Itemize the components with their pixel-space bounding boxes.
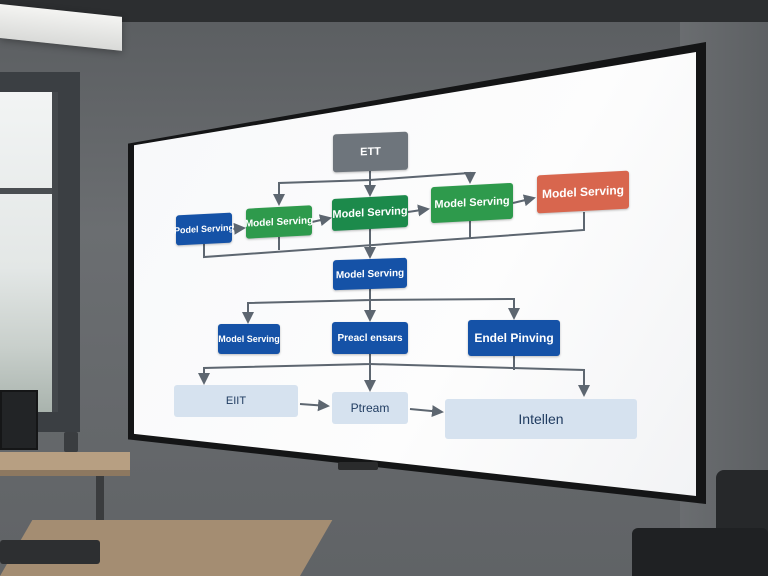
node-label: Model Serving: [434, 195, 510, 211]
connector-center-left: [242, 289, 371, 324]
connector-mid-eiit: [198, 354, 371, 385]
connector-podel-ms1: [231, 222, 246, 235]
node-label: Endel Pinving: [474, 331, 554, 345]
node-model-serving-2: Model Serving: [332, 195, 408, 231]
node-model-serving-center: Model Serving: [333, 257, 407, 291]
laptop: [0, 540, 100, 564]
node-label: EIIT: [225, 395, 247, 407]
node-model-serving-1: Model Serving: [244, 205, 314, 239]
connector-eiit-ptream: [299, 399, 330, 412]
node-etl-top: ETT: [333, 131, 408, 173]
connector-ms2-ms3: [407, 204, 430, 217]
connector-ms1-ms2: [311, 214, 332, 227]
connector-ptream-intellen: [409, 405, 444, 418]
node-label: Model Serving: [541, 182, 624, 202]
chair: [632, 528, 768, 576]
desk-monitor: [0, 390, 38, 450]
connector-mid-intellen: [369, 363, 590, 397]
tv-indicator: [338, 462, 378, 470]
node-preacl-ensars: Preacl ensars: [332, 322, 408, 354]
node-label: Model Serving: [244, 214, 314, 230]
node-label: Preacl ensars: [337, 332, 403, 344]
window-mullion: [52, 92, 58, 412]
node-intellen: Intellen: [445, 399, 637, 439]
desk: [0, 452, 130, 476]
node-model-serving-4: Model Serving: [537, 170, 629, 214]
node-ptream: Ptream: [332, 392, 408, 424]
node-label: Podel Serving: [173, 222, 235, 236]
node-endel-pinving: Endel Pinving: [468, 320, 560, 356]
window-pane: [0, 92, 58, 412]
node-label: Model Serving: [218, 334, 280, 344]
node-label: Ptream: [350, 401, 390, 415]
connector-center-right: [369, 297, 520, 320]
connector-ett-ms3: [369, 171, 476, 184]
connector-collector-bottom: [203, 212, 585, 259]
mug: [64, 432, 78, 452]
node-label: Model Serving: [335, 267, 405, 281]
connector-ms3-ms4: [512, 194, 536, 207]
window-bar: [0, 188, 58, 194]
node-podel-serving: Podel Serving: [173, 212, 235, 246]
diagram-connectors: [198, 171, 590, 418]
node-label: Model Serving: [332, 205, 408, 221]
node-label: Intellen: [518, 411, 564, 427]
node-model-serving-3: Model Serving: [431, 182, 513, 224]
ceiling: [0, 0, 768, 22]
node-eiit: EIIT: [174, 385, 298, 417]
node-model-serving-left: Model Serving: [218, 324, 280, 354]
node-label: ETT: [360, 145, 381, 159]
